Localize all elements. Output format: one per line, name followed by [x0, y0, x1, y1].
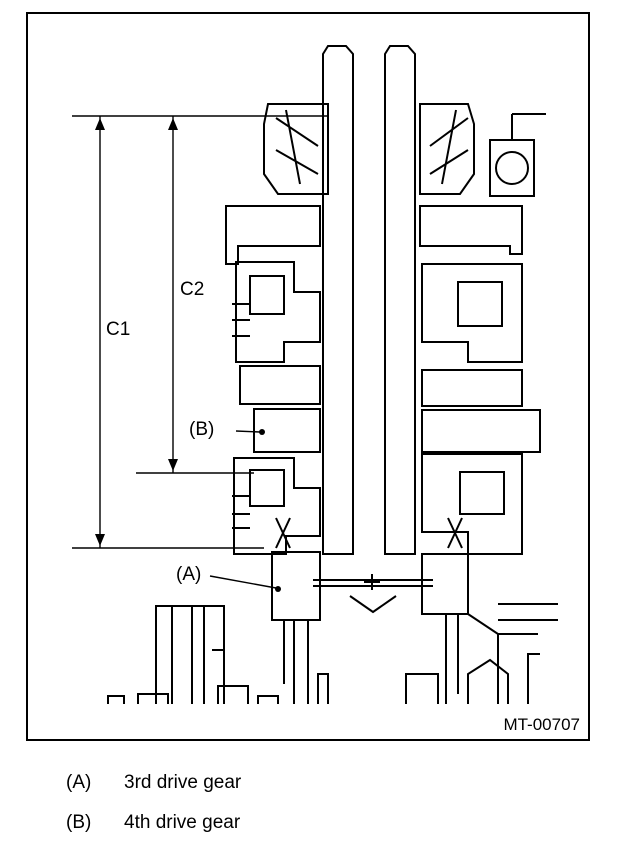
- legend-text: 4th drive gear: [124, 812, 241, 833]
- lower-housing: [107, 605, 540, 704]
- right-gear-stack: [419, 205, 558, 704]
- legend-item-a: (A) 3rd drive gear: [66, 772, 241, 794]
- legend-item-b: (B) 4th drive gear: [66, 812, 240, 834]
- legend-text: 3rd drive gear: [124, 772, 242, 793]
- dimension-c2-label: C2: [180, 279, 205, 300]
- leader-dots: [259, 429, 281, 592]
- callout-b-label: (B): [189, 419, 215, 440]
- transmission-cross-section: [72, 45, 558, 704]
- upper-bearing: [263, 103, 546, 197]
- dimension-lines: [72, 115, 328, 549]
- leader-lines: [209, 430, 277, 589]
- dimension-c1-label: C1: [106, 319, 131, 340]
- center-shaft: [313, 45, 433, 614]
- callout-a-label: (A): [176, 564, 202, 585]
- legend-key: (A): [66, 772, 92, 793]
- figure-id: MT-00707: [503, 715, 580, 734]
- left-gear-stack: [225, 205, 321, 704]
- legend-key: (B): [66, 812, 92, 833]
- dimension-arrowheads: [95, 118, 178, 546]
- diagram-frame: C2 C1 (B) (A) MT-00707: [26, 12, 590, 741]
